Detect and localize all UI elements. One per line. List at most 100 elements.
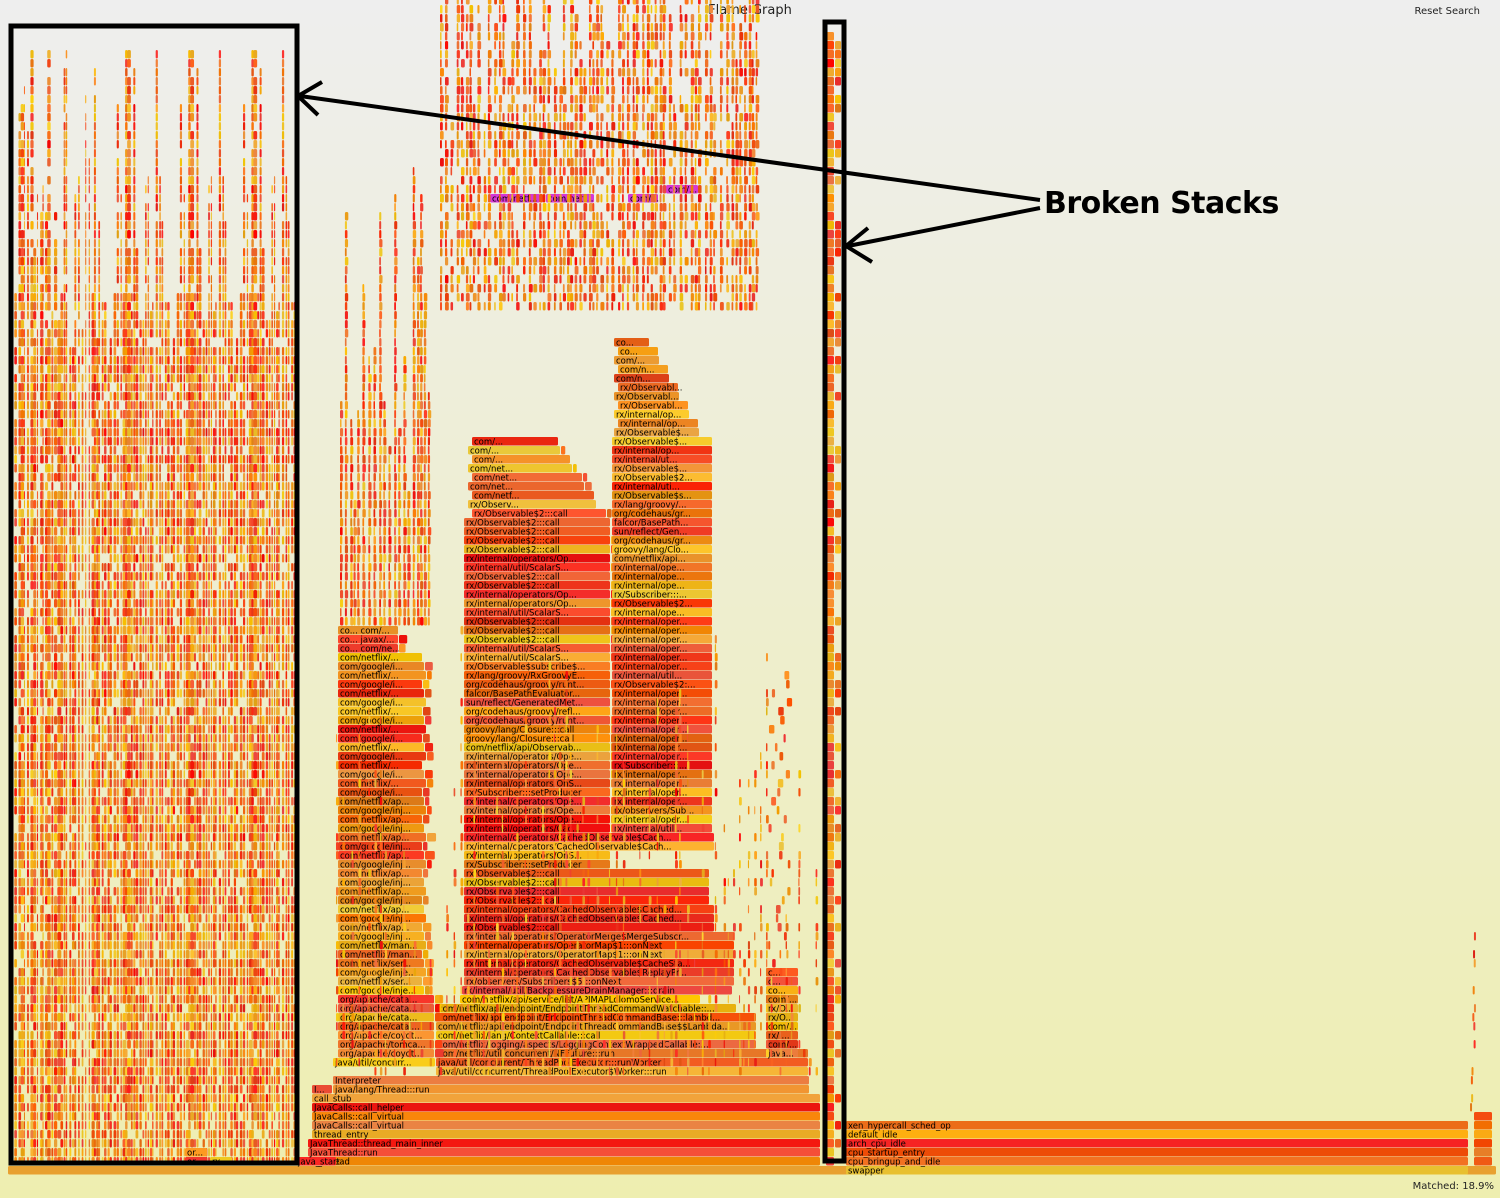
stack-frame[interactable] — [109, 914, 112, 923]
stack-frame[interactable] — [116, 770, 119, 779]
stack-frame[interactable] — [127, 437, 131, 446]
stack-frame[interactable] — [159, 860, 161, 869]
stack-frame[interactable] — [96, 356, 99, 365]
stack-frame[interactable] — [101, 716, 104, 725]
stack-frame[interactable] — [60, 311, 64, 320]
stack-frame[interactable] — [54, 1148, 58, 1157]
stack-frame[interactable] — [152, 1022, 154, 1031]
stack-frame[interactable] — [93, 626, 96, 635]
stack-frame[interactable] — [20, 149, 25, 158]
stack-frame[interactable] — [14, 1130, 17, 1139]
stack-frame[interactable] — [30, 779, 34, 788]
stack-frame[interactable] — [54, 1112, 58, 1121]
stack-frame[interactable] — [113, 797, 117, 806]
stack-frame[interactable] — [74, 266, 77, 275]
stack-frame[interactable] — [152, 860, 154, 869]
stack-frame[interactable] — [30, 455, 34, 464]
stack-frame[interactable] — [161, 1013, 164, 1022]
stack-frame[interactable] — [47, 392, 51, 401]
stack-frame[interactable] — [164, 707, 167, 716]
stack-frame[interactable] — [65, 590, 68, 599]
stack-frame[interactable] — [139, 1031, 142, 1040]
stack-frame[interactable] — [113, 329, 117, 338]
stack-frame[interactable] — [36, 554, 39, 563]
stack-frame[interactable] — [65, 1022, 68, 1031]
stack-frame[interactable] — [104, 833, 107, 842]
stack-frame[interactable] — [40, 419, 44, 428]
stack-frame[interactable] — [85, 257, 87, 266]
stack-frame[interactable] — [161, 986, 164, 995]
stack-frame[interactable] — [101, 491, 104, 500]
stack-frame[interactable] — [20, 608, 25, 617]
stack-frame[interactable] — [142, 770, 145, 779]
stack-frame[interactable] — [127, 212, 131, 221]
stack-frame[interactable] — [120, 293, 122, 302]
stack-frame[interactable] — [93, 257, 96, 266]
stack-frame[interactable] — [122, 527, 127, 536]
stack-frame[interactable] — [26, 275, 29, 284]
stack-frame[interactable] — [93, 509, 96, 518]
stack-frame[interactable] — [51, 1148, 54, 1157]
stack-frame[interactable] — [142, 824, 145, 833]
stack-frame[interactable] — [69, 1157, 72, 1166]
stack-frame[interactable] — [107, 509, 110, 518]
stack-frame[interactable] — [81, 680, 84, 689]
stack-frame[interactable] — [81, 482, 84, 491]
stack-frame[interactable] — [30, 446, 34, 455]
stack-frame[interactable] — [101, 608, 104, 617]
stack-frame[interactable] — [63, 761, 66, 770]
stack-frame[interactable] — [23, 662, 25, 671]
stack-frame[interactable] — [71, 878, 75, 887]
stack-frame[interactable] — [36, 581, 39, 590]
stack-frame[interactable] — [147, 950, 149, 959]
stack-frame[interactable] — [60, 329, 64, 338]
stack-frame[interactable] — [88, 689, 90, 698]
stack-frame[interactable] — [155, 860, 158, 869]
stack-frame[interactable] — [54, 491, 58, 500]
stack-frame[interactable] — [30, 491, 34, 500]
stack-frame[interactable] — [88, 455, 90, 464]
stack-frame[interactable] — [104, 572, 107, 581]
stack-frame[interactable] — [98, 509, 101, 518]
stack-frame[interactable] — [20, 986, 25, 995]
stack-frame[interactable] — [133, 302, 136, 311]
stack-frame[interactable] — [142, 959, 145, 968]
stack-frame[interactable] — [139, 374, 142, 383]
stack-frame[interactable] — [127, 50, 131, 59]
stack-frame[interactable] — [20, 770, 25, 779]
stack-frame[interactable] — [63, 185, 66, 194]
stack-frame[interactable] — [135, 1121, 139, 1130]
stack-frame[interactable] — [159, 869, 161, 878]
stack-frame[interactable] — [74, 1112, 77, 1121]
stack-frame[interactable] — [96, 653, 99, 662]
stack-frame[interactable] — [109, 725, 112, 734]
stack-frame[interactable] — [20, 671, 25, 680]
stack-frame[interactable] — [69, 347, 72, 356]
stack-frame[interactable] — [127, 311, 131, 320]
stack-frame[interactable] — [78, 563, 80, 572]
stack-frame[interactable] — [139, 500, 142, 509]
stack-frame[interactable] — [88, 932, 90, 941]
stack-frame[interactable] — [20, 338, 25, 347]
stack-frame[interactable] — [65, 896, 68, 905]
stack-frame[interactable] — [23, 518, 25, 527]
stack-frame[interactable] — [63, 1103, 66, 1112]
stack-frame[interactable] — [85, 536, 87, 545]
stack-frame[interactable] — [127, 932, 131, 941]
stack-frame[interactable] — [36, 212, 39, 221]
stack-frame[interactable] — [54, 968, 58, 977]
stack-frame[interactable] — [159, 617, 161, 626]
stack-frame[interactable] — [161, 770, 164, 779]
stack-frame[interactable] — [60, 662, 64, 671]
stack-frame[interactable] — [42, 626, 44, 635]
stack-frame[interactable] — [93, 1148, 96, 1157]
stack-frame[interactable] — [130, 464, 133, 473]
stack-frame[interactable] — [116, 626, 119, 635]
stack-frame[interactable] — [161, 1067, 164, 1076]
stack-frame[interactable] — [40, 329, 44, 338]
stack-frame[interactable] — [26, 644, 29, 653]
stack-frame[interactable] — [104, 617, 107, 626]
stack-frame[interactable] — [101, 1130, 104, 1139]
stack-frame[interactable] — [23, 986, 25, 995]
stack-frame[interactable] — [109, 626, 112, 635]
